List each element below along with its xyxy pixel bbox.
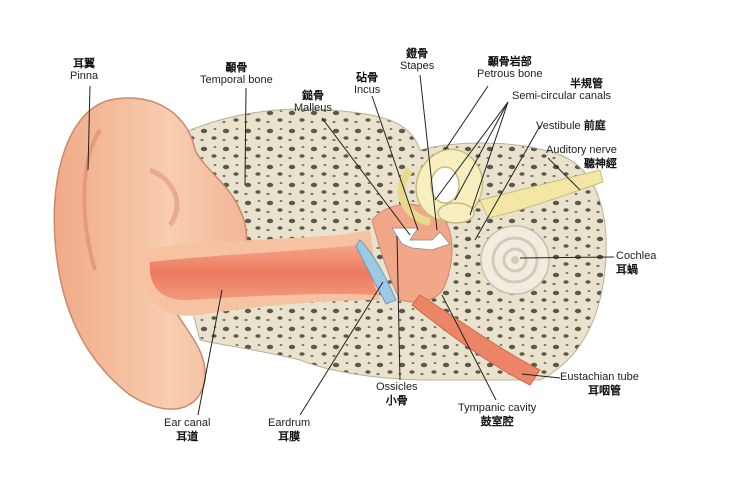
ossicles-shape [391, 227, 451, 251]
label-cochlea-zh: 耳蝸 [616, 263, 638, 276]
label-incus: 砧骨 Incus [354, 71, 380, 97]
label-ear-canal-en: Ear canal [164, 417, 211, 429]
label-petrous-bone: 顳骨岩部 Petrous bone [477, 55, 542, 81]
label-temporal-bone-zh: 顳骨 [225, 61, 248, 74]
label-stapes-en: Stapes [400, 60, 435, 72]
label-eardrum: Eardrum 耳膜 [268, 417, 310, 443]
label-auditory-nerve-zh: 聽神經 [583, 157, 617, 170]
ear-canal-shape [149, 245, 378, 301]
label-vestibule-en: Vestibule [536, 120, 581, 132]
label-ossicles-en: Ossicles [376, 381, 418, 393]
eardrum-shape [355, 239, 397, 305]
label-eustachian-tube-zh: 耳咽管 [588, 384, 621, 397]
label-temporal-bone-en: Temporal bone [200, 74, 273, 86]
label-stapes-zh: 鐙骨 [406, 47, 429, 60]
label-auditory-nerve-en: Auditory nerve [546, 144, 617, 156]
label-cochlea-en: Cochlea [616, 250, 657, 262]
label-tympanic-cavity: Tympanic cavity 鼓室腔 [458, 402, 536, 428]
label-petrous-bone-zh: 顳骨岩部 [487, 55, 532, 68]
label-pinna: 耳翼 Pinna [70, 57, 98, 83]
label-cochlea: Cochlea 耳蝸 [616, 250, 656, 276]
label-pinna-en: Pinna [70, 70, 99, 82]
label-ossicles: Ossicles 小骨 [376, 381, 418, 407]
label-malleus-en: Malleus [294, 102, 332, 114]
label-eustachian-tube: Eustachian tube 耳咽管 [560, 371, 639, 397]
label-malleus: 鎚骨 Malleus [294, 89, 332, 115]
label-ear-canal-zh: 耳道 [176, 430, 199, 443]
cochlea-shape [480, 225, 550, 295]
label-incus-zh: 砧骨 [356, 71, 379, 84]
label-eustachian-tube-en: Eustachian tube [560, 371, 639, 383]
label-eardrum-en: Eardrum [268, 417, 311, 429]
label-stapes: 鐙骨 Stapes [400, 47, 434, 73]
label-incus-en: Incus [354, 84, 381, 96]
leader-lines [87, 74, 615, 416]
label-ear-canal: Ear canal 耳道 [164, 417, 210, 443]
labyrinth-shape [397, 148, 484, 226]
label-semicircular-canals-zh: 半規管 [570, 77, 603, 90]
label-vestibule: Vestibule 前庭 [536, 119, 606, 133]
label-semicircular-canals: 半規管 Semi-circular canals [512, 77, 611, 103]
label-tympanic-cavity-zh: 鼓室腔 [480, 415, 514, 428]
label-temporal-bone: 顳骨 Temporal bone [200, 61, 273, 87]
label-vestibule-zh: 前庭 [583, 119, 606, 132]
label-pinna-zh: 耳翼 [73, 57, 96, 70]
label-ossicles-zh: 小骨 [385, 394, 408, 407]
label-malleus-zh: 鎚骨 [301, 89, 324, 102]
label-semicircular-canals-en: Semi-circular canals [512, 90, 612, 102]
label-auditory-nerve: Auditory nerve 聽神經 [546, 144, 617, 170]
label-petrous-bone-en: Petrous bone [477, 68, 543, 80]
label-eardrum-zh: 耳膜 [278, 430, 301, 443]
label-tympanic-cavity-en: Tympanic cavity [458, 402, 537, 414]
temporal-bone-shape [149, 108, 607, 381]
eustachian-tube-shape [411, 294, 541, 386]
